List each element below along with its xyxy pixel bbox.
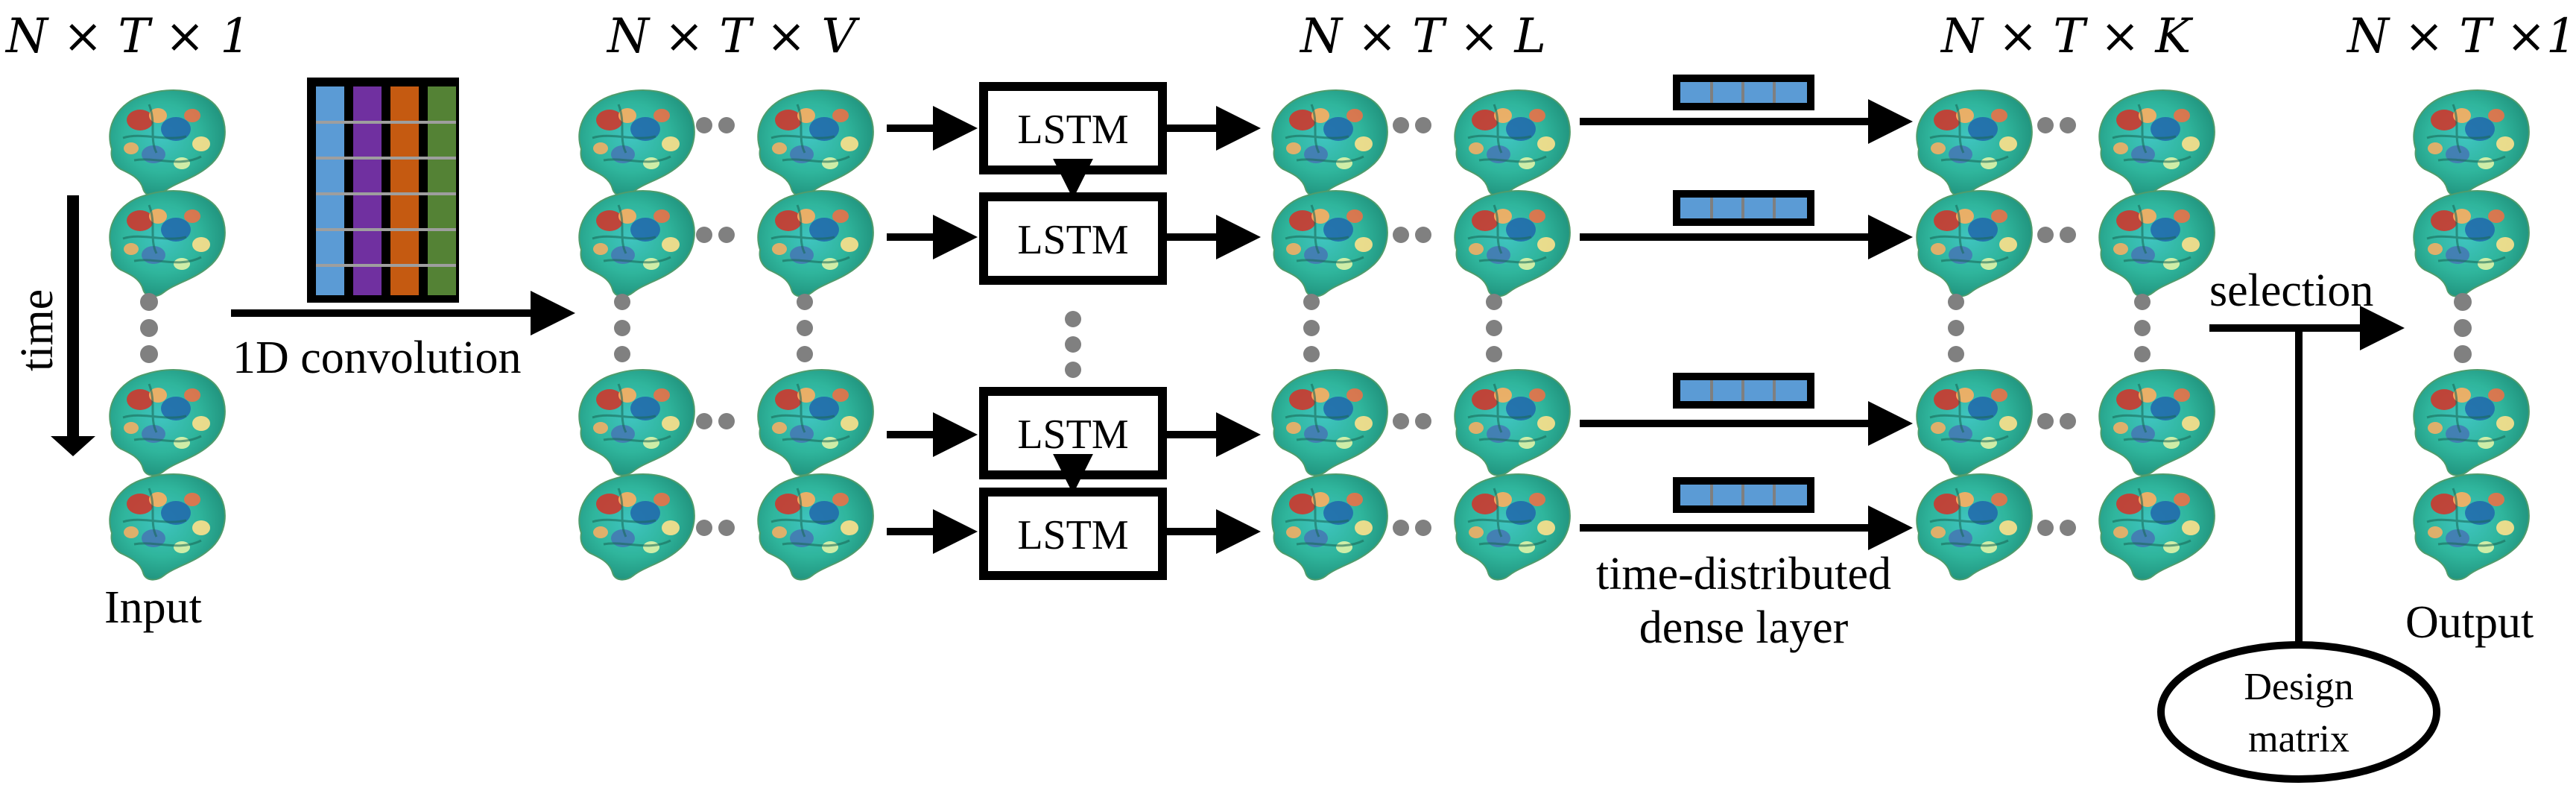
brain-surface-icon <box>1453 473 1572 582</box>
dense-label-line1: time-distributed <box>1596 549 1891 599</box>
lstm-label: LSTM <box>1017 217 1128 263</box>
dense-arrows <box>1580 99 1913 550</box>
brain-surface-icon <box>756 368 875 477</box>
brain-surface-icon <box>2412 89 2531 198</box>
time-label: time <box>12 289 63 371</box>
brain-surface-icon <box>1270 368 1389 477</box>
ellipsis-dots <box>2454 293 2472 363</box>
brain-surface-icon <box>577 189 696 298</box>
brain-surface-icon <box>1270 89 1389 198</box>
brain-surface-icon <box>2098 89 2216 198</box>
dense-layer-icon <box>1671 189 1816 227</box>
lstm-label: LSTM <box>1017 512 1128 558</box>
lstm-cell-1: LSTM <box>979 82 1167 174</box>
lstm-cell-4: LSTM <box>979 488 1167 580</box>
brain-surface-icon <box>1453 189 1572 298</box>
output-brain-stack <box>2412 89 2531 582</box>
brain-surface-icon <box>577 89 696 198</box>
conv-label: 1D convolution <box>232 333 521 383</box>
dense-label-line2: dense layer <box>1639 602 1849 653</box>
brain-surface-icon <box>1915 368 2034 477</box>
dense-layer-icon <box>1671 371 1816 410</box>
ellipsis-dots <box>1065 311 1081 378</box>
brain-surface-icon <box>756 189 875 298</box>
lstm-out-shape-label: N × T × L <box>1299 9 1546 64</box>
output-shape-label: N × T ×1 <box>2346 9 2576 64</box>
design-matrix-line1: Design <box>2244 666 2353 708</box>
design-matrix-line2: matrix <box>2248 718 2349 760</box>
brain-surface-icon <box>108 473 227 582</box>
lstm-cell-3: LSTM <box>979 387 1167 479</box>
dense-layer-icon <box>1671 73 1816 112</box>
brain-surface-icon <box>2412 189 2531 298</box>
brain-surface-icon <box>756 473 875 582</box>
brain-surface-icon <box>2098 473 2216 582</box>
lstm-output-arrows <box>1167 106 1261 554</box>
input-label: Input <box>104 582 202 633</box>
ellipsis-dots <box>1303 117 1502 536</box>
selection-label: selection <box>2209 265 2373 316</box>
ellipsis-dots <box>614 117 813 536</box>
dense-layer-icon <box>1671 476 1816 514</box>
brain-surface-icon <box>1453 368 1572 477</box>
time-arrow <box>51 195 95 456</box>
dense-out-shape-label: N × T × K <box>1940 9 2193 64</box>
brain-surface-icon <box>1915 473 2034 582</box>
lstm-label: LSTM <box>1017 412 1128 458</box>
input-shape-label: N × T × 1 <box>4 9 250 64</box>
input-brain-stack <box>108 89 227 582</box>
conv-out-brain-grid <box>577 89 875 582</box>
lstm-cell-2: LSTM <box>979 192 1167 285</box>
brain-surface-icon <box>108 368 227 477</box>
brain-surface-icon <box>756 89 875 198</box>
brain-surface-icon <box>577 368 696 477</box>
ellipsis-dots <box>1948 117 2151 536</box>
brain-surface-icon <box>1270 189 1389 298</box>
brain-surface-icon <box>577 473 696 582</box>
design-matrix-node: Design matrix <box>2157 641 2440 783</box>
brain-surface-icon <box>1915 189 2034 298</box>
brain-surface-icon <box>2412 473 2531 582</box>
conv-out-shape-label: N × T × V <box>606 9 860 64</box>
brain-surface-icon <box>2412 368 2531 477</box>
brain-surface-icon <box>2098 368 2216 477</box>
brain-surface-icon <box>108 189 227 298</box>
brain-surface-icon <box>108 89 227 198</box>
ellipsis-dots <box>140 293 158 363</box>
output-label: Output <box>2405 597 2534 648</box>
lstm-input-arrows <box>887 106 978 554</box>
dense-out-brain-grid <box>1915 89 2216 582</box>
brain-surface-icon <box>1915 89 2034 198</box>
brain-surface-icon <box>2098 189 2216 298</box>
brain-surface-icon <box>1453 89 1572 198</box>
conv-filter-bank <box>307 78 459 303</box>
brain-surface-icon <box>1270 473 1389 582</box>
lstm-label: LSTM <box>1017 107 1128 153</box>
lstm-out-brain-grid <box>1270 89 1572 582</box>
